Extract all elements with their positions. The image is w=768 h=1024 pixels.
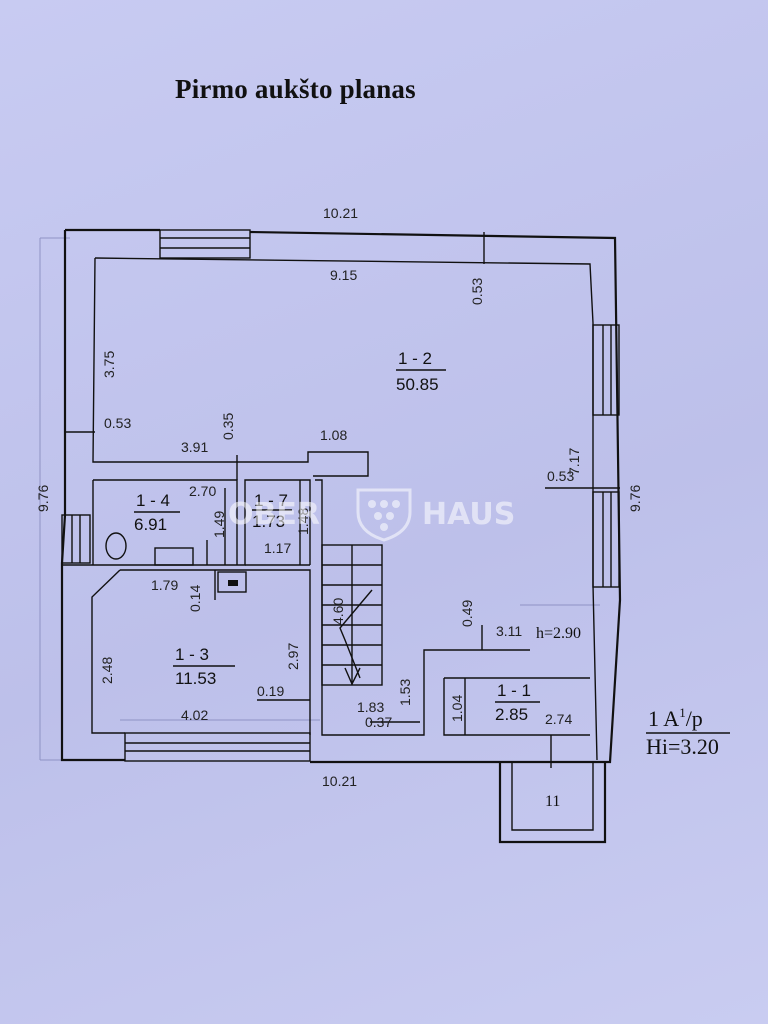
room-label-1-2: 1 - 2 50.85 xyxy=(396,349,446,394)
dim-left-3-75: 3.75 xyxy=(101,351,117,378)
stair xyxy=(321,544,383,686)
dim-bottom-outer: 10.21 xyxy=(322,773,357,789)
dim-r11-183: 1.83 xyxy=(357,699,384,715)
dim-r13-014: 0.14 xyxy=(187,585,203,612)
chimney xyxy=(217,571,247,593)
dim-hall-3-91: 3.91 xyxy=(181,439,208,455)
dim-right-wall: 0.53 xyxy=(547,468,574,484)
window-left xyxy=(61,514,91,564)
dim-r13-right: 2.97 xyxy=(285,643,301,670)
dim-hall-1-08: 1.08 xyxy=(320,427,347,443)
dim-r11-049: 0.49 xyxy=(459,600,475,627)
dim-hall-0-35: 0.35 xyxy=(220,413,236,440)
faint-guides xyxy=(39,237,600,761)
dim-left-total: 9.76 xyxy=(35,485,51,512)
svg-text:50.85: 50.85 xyxy=(396,375,439,394)
dim-r11-104: 1.04 xyxy=(449,695,465,722)
window-right-upper xyxy=(592,324,620,416)
dim-top-inner: 9.15 xyxy=(330,267,357,283)
room-label-1-3: 1 - 3 11.53 xyxy=(173,645,235,688)
dim-top-outer: 10.21 xyxy=(323,205,358,221)
dim-r17-height: 1.48 xyxy=(295,508,311,535)
dim-r14-width: 2.70 xyxy=(189,483,216,499)
dim-r11-037: 0.37 xyxy=(365,714,392,730)
dim-left-wall: 0.53 xyxy=(104,415,131,431)
dim-r14-height: 1.49 xyxy=(211,511,227,538)
svg-text:6.91: 6.91 xyxy=(134,515,167,534)
dim-right-inner: 7.17 xyxy=(566,448,582,475)
dim-stair: 4.60 xyxy=(330,598,346,625)
page-title: Pirmo aukšto planas xyxy=(175,74,416,104)
svg-text:1 - 2: 1 - 2 xyxy=(398,349,432,368)
svg-text:1 - 3: 1 - 3 xyxy=(175,645,209,664)
svg-text:1 A1/p: 1 A1/p xyxy=(648,705,703,731)
dim-r11-311: 3.11 xyxy=(496,623,522,639)
porch-label: 11 xyxy=(545,793,560,810)
dim-ceiling-height: h=2.90 xyxy=(536,625,581,642)
window-right-lower xyxy=(592,491,620,588)
room-label-1-1: 1 - 1 2.85 xyxy=(495,681,540,724)
dim-r17-width: 1.17 xyxy=(264,540,291,556)
floor-stamp: 1 A1/p Hi=3.20 xyxy=(646,705,730,759)
wc-fixture xyxy=(105,532,194,566)
room-label-1-7: 1 - 7 1.73 xyxy=(252,491,292,531)
window-top xyxy=(159,229,251,259)
watermark: OBER HAUS xyxy=(228,488,515,542)
dim-right-total: 9.76 xyxy=(627,485,643,512)
svg-text:1.73: 1.73 xyxy=(252,512,285,531)
room-label-1-4: 1 - 4 6.91 xyxy=(134,491,180,534)
svg-text:1 - 4: 1 - 4 xyxy=(136,491,170,510)
watermark-right: HAUS xyxy=(422,497,515,532)
dim-r13-left: 2.48 xyxy=(99,657,115,684)
dim-r11-153: 1.53 xyxy=(397,679,413,706)
outer-wall xyxy=(60,228,622,764)
svg-text:2.85: 2.85 xyxy=(495,705,528,724)
svg-text:Hi=3.20: Hi=3.20 xyxy=(646,734,719,759)
dim-r13-bottom: 4.02 xyxy=(181,707,208,723)
watermark-left: OBER xyxy=(228,497,320,532)
dim-r13-top: 1.79 xyxy=(151,577,178,593)
watermark-logo-icon xyxy=(356,488,412,542)
dim-r11-274: 2.74 xyxy=(545,711,572,727)
dim-top-wall: 0.53 xyxy=(469,278,485,305)
dimension-labels: 10.21 9.15 0.53 3.75 0.53 3.91 0.35 1.08… xyxy=(35,205,643,810)
window-bottom xyxy=(124,732,311,762)
dim-r13-019: 0.19 xyxy=(257,683,284,699)
svg-text:11.53: 11.53 xyxy=(175,669,216,688)
svg-text:1 - 1: 1 - 1 xyxy=(497,681,531,700)
svg-text:1 - 7: 1 - 7 xyxy=(254,491,288,510)
dimension-lines xyxy=(65,232,620,768)
